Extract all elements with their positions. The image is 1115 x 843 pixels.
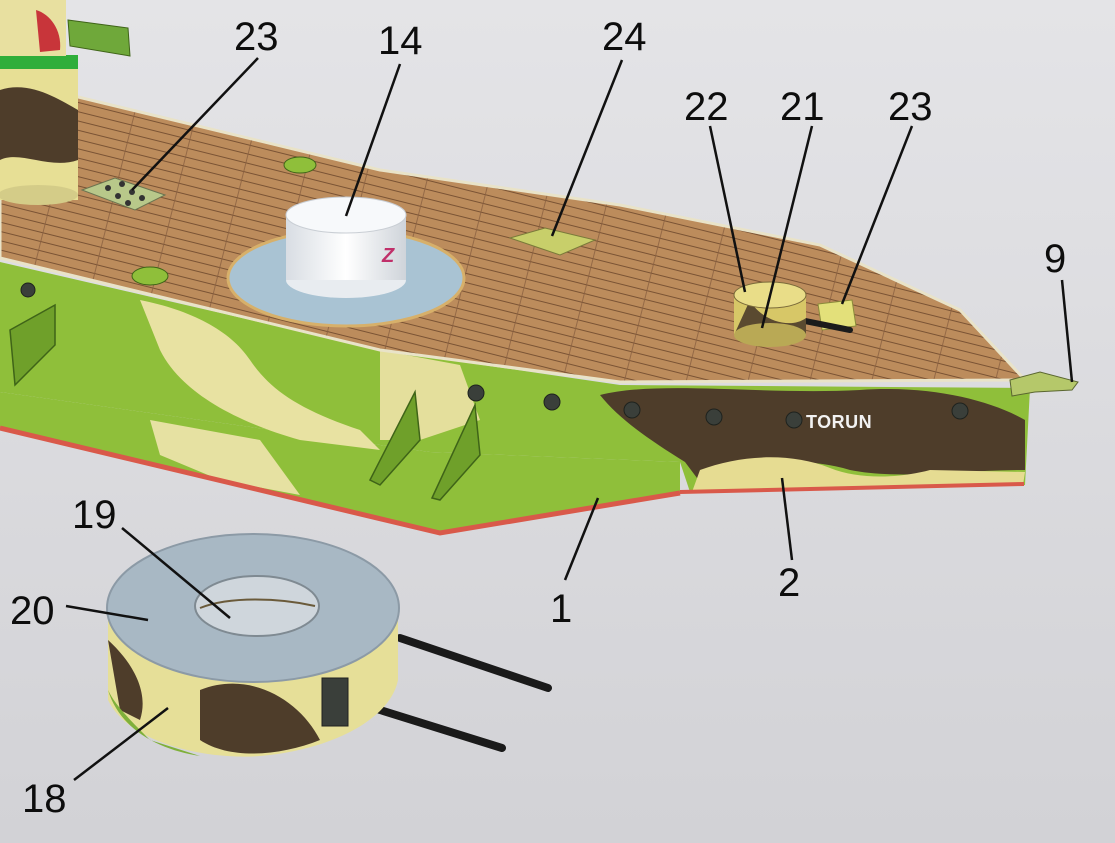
- callout-23-deck-plate: 23: [234, 15, 279, 59]
- ledge-buttresses: [9, 303, 481, 501]
- callout-19-turret-ring: 19: [72, 493, 117, 537]
- loose-turret-camo: [108, 640, 320, 754]
- callout-18-turret-side: 18: [22, 777, 67, 821]
- ledge-waterline: [0, 425, 681, 536]
- loose-gun-turret: [106, 533, 552, 757]
- hull-waterline: [679, 482, 1025, 494]
- turret-marking-text: Z: [381, 245, 395, 267]
- callout-22-bow-turret: 22: [684, 85, 729, 129]
- deck-hatch-24: [508, 227, 597, 256]
- leader-lines: [65, 57, 1074, 781]
- portholes: [20, 282, 969, 429]
- bow-small-turret: [733, 281, 853, 347]
- callout-20-turret-top: 20: [10, 589, 55, 633]
- callout-2-hull: 2: [778, 561, 800, 605]
- bow-prow-9: [1009, 371, 1079, 397]
- callout-24-deck-hatch: 24: [602, 15, 647, 59]
- loose-turret-hole: [194, 575, 320, 637]
- callout-21-bow-turret: 21: [780, 85, 825, 129]
- callout-23-bow-plate: 23: [888, 85, 933, 129]
- hull-camo-brown: [600, 388, 1025, 482]
- deck-hatch-mid: [283, 156, 317, 174]
- hull-camo-yellow-bow: [692, 457, 1025, 492]
- funnel: [0, 0, 131, 205]
- callout-14-turret-cylinder: 14: [378, 19, 423, 63]
- deck-plate-23-rivets: [105, 181, 145, 206]
- hull-name-text: TORUN: [806, 412, 872, 432]
- loose-turret-gun-port: [321, 677, 349, 727]
- callout-9-prow: 9: [1044, 237, 1066, 281]
- turret-cylinder-14: Z: [285, 196, 407, 298]
- ledge-yellow-camo: [150, 420, 300, 495]
- deck-plate-23: [80, 177, 167, 211]
- deck-hatch-left: [131, 266, 169, 286]
- hull-camo-yellow: [140, 300, 380, 450]
- callout-1-ledge: 1: [550, 587, 572, 631]
